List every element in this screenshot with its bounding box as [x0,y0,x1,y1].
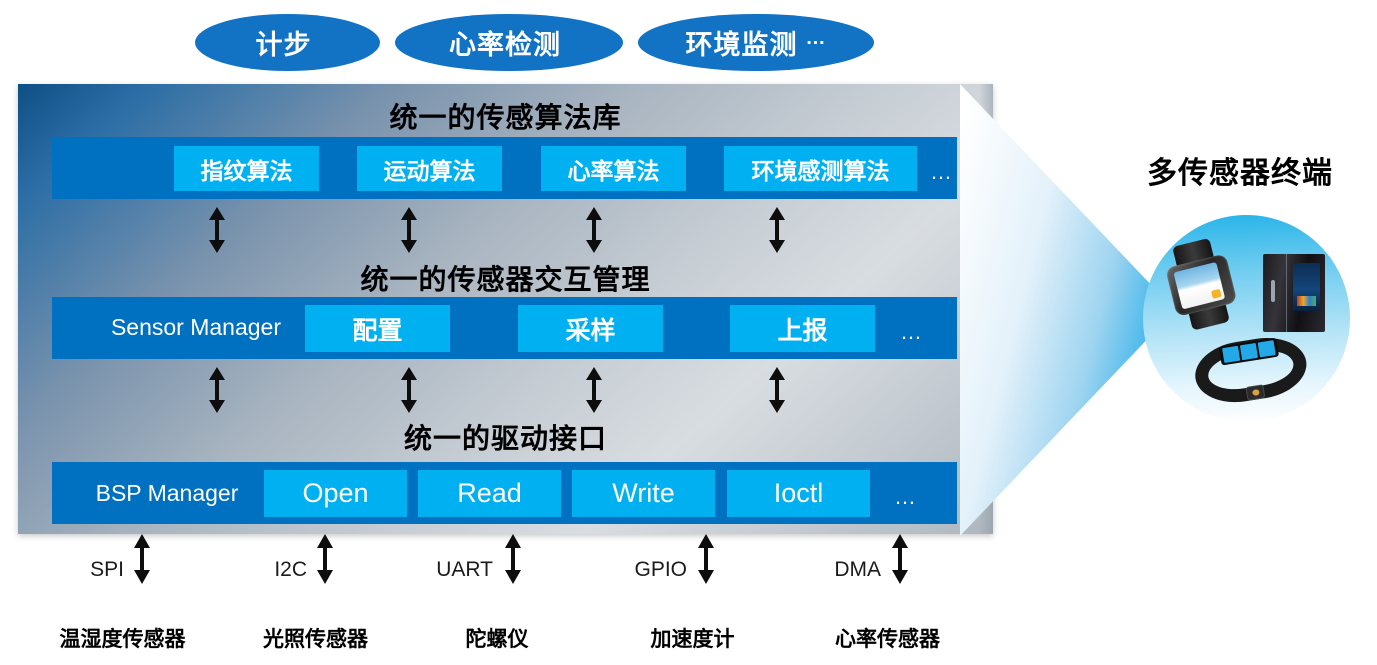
ellipsis-text: … [930,159,953,184]
layer-title-sensor-interaction-management: 统一的传感器交互管理 [360,264,651,295]
fridge-screen [1293,263,1320,311]
watch-screen [1173,261,1226,310]
application-ellipse-heart-rate[interactable]: 心率检测 [395,14,623,71]
band-heart-icon [1222,345,1241,364]
ellipsis-text: … [805,27,827,49]
bar-left-label-text: Sensor Manager [110,314,282,340]
chip-label: 上报 [777,316,828,345]
chip-heart-rate-algorithm[interactable]: 心率算法 [541,146,686,191]
chip-ioctl[interactable]: Ioctl [727,470,870,517]
chip-fingerprint-algorithm[interactable]: 指纹算法 [174,146,319,191]
bidirectional-arrow [207,367,227,413]
sensor-manager-label: Sensor Manager [86,314,306,341]
band-run-icon [1257,340,1276,358]
bsp-manager-label: BSP Manager [72,480,262,507]
chip-write[interactable]: Write [572,470,715,517]
terminal-devices-image [1143,215,1350,422]
bus-label-dma: DMA [834,558,881,581]
chip-label: 指纹算法 [200,157,293,184]
terminal-group-title: 多传感器终端 [1147,157,1333,190]
chip-label: 运动算法 [383,157,476,184]
sensor-label-light: 光照传感器 [263,628,368,651]
chip-motion-algorithm[interactable]: 运动算法 [357,146,502,191]
sensor-label-heart-rate: 心率传感器 [835,628,940,651]
fitness-band-illustration [1190,331,1311,411]
chip-label: Read [457,478,522,508]
sensor-label-accelerometer: 加速度计 [650,628,735,651]
sensor-label-gyroscope: 陀螺仪 [465,628,529,651]
software-stack-panel: 统一的传感算法库 指纹算法 运动算法 心率算法 环境感测算法 … [18,84,993,534]
bidirectional-arrow [399,367,419,413]
bidirectional-arrow [767,367,787,413]
fridge-door-divider [1286,254,1287,332]
chip-label: Write [612,478,675,508]
ellipsis-text: … [894,484,917,509]
bus-label-uart: UART [436,558,493,581]
fridge-handle [1271,280,1275,302]
band-optical-heart-sensor [1245,384,1266,401]
bsp-manager-bar: BSP Manager Open Read Write Ioctl … [52,462,957,524]
chip-label: 心率算法 [567,157,660,184]
bidirectional-arrow [584,207,604,253]
bus-label-i2c: I2C [274,558,307,581]
application-ellipse-label: 心率检测 [449,30,561,60]
chip-label: Open [302,478,369,508]
chip-label: 配置 [352,316,403,345]
sensor-manager-bar: Sensor Manager 配置 采样 上报 … [52,297,957,359]
application-ellipse-environment-monitor[interactable]: 环境监测 … [638,14,874,71]
chip-label: 采样 [565,316,616,345]
flow-arrow-to-terminal [960,84,1175,536]
bidirectional-arrow [767,207,787,253]
band-mail-icon [1239,342,1259,361]
bar-left-label-text: BSP Manager [95,480,239,506]
bidirectional-arrow [696,534,716,584]
chip-open[interactable]: Open [264,470,407,517]
bidirectional-arrow [890,534,910,584]
chip-report[interactable]: 上报 [730,305,875,352]
application-ellipse-label: 计步 [255,30,312,60]
ellipsis-text: … [900,319,923,344]
chip-label: Ioctl [773,478,824,508]
chip-environment-sensing-algorithm[interactable]: 环境感测算法 [724,146,917,191]
chip-read[interactable]: Read [418,470,561,517]
algorithm-library-bar: 指纹算法 运动算法 心率算法 环境感测算法 … [52,137,957,199]
layer-title-driver-interface: 统一的驱动接口 [403,423,607,454]
bus-label-spi: SPI [90,558,124,581]
bidirectional-arrow [207,207,227,253]
bidirectional-arrow [503,534,523,584]
bidirectional-arrow [399,207,419,253]
chip-label: 环境感测算法 [751,157,890,184]
bidirectional-arrow [132,534,152,584]
sensor-label-temperature-humidity: 温湿度传感器 [59,628,186,651]
application-ellipse-label: 环境监测 [685,30,798,60]
bidirectional-arrow [584,367,604,413]
chip-sampling[interactable]: 采样 [518,305,663,352]
smartwatch-illustration [1156,233,1249,334]
application-ellipse-step-counter[interactable]: 计步 [195,14,380,71]
smart-refrigerator-illustration [1263,254,1325,332]
bidirectional-arrow [315,534,335,584]
layer-title-algorithm-library: 统一的传感算法库 [389,102,622,133]
bus-label-gpio: GPIO [634,558,687,581]
chip-configure[interactable]: 配置 [305,305,450,352]
